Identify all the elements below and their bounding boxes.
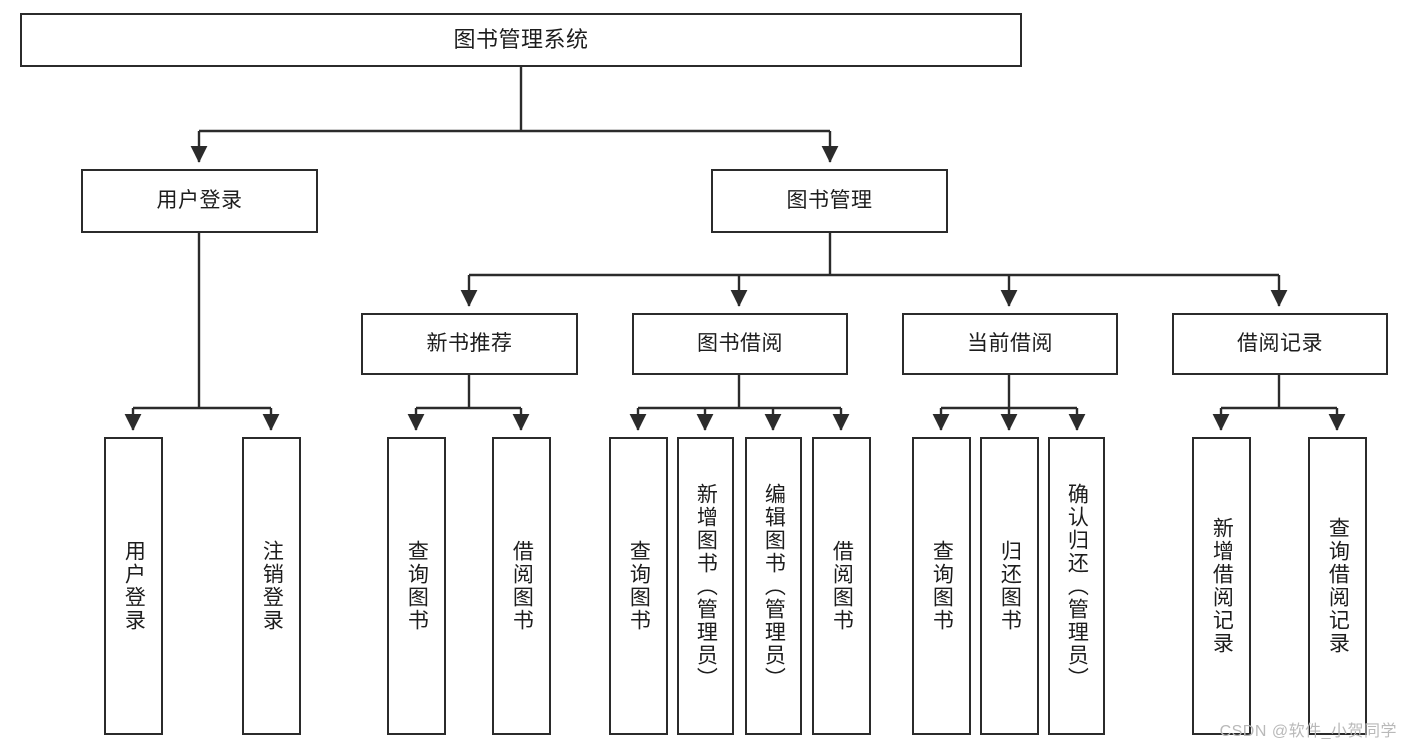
node-label: 借阅图书	[510, 540, 534, 632]
node-leaf-borrow-record-query[interactable]: 查询借阅记录	[1308, 437, 1367, 735]
node-user-login[interactable]: 用户登录	[81, 169, 318, 233]
node-leaf-new-book-borrow[interactable]: 借阅图书	[492, 437, 551, 735]
node-leaf-borrow-record-add[interactable]: 新增借阅记录	[1192, 437, 1251, 735]
node-current-borrow[interactable]: 当前借阅	[902, 313, 1118, 375]
node-label: 确认归还（管理员）	[1065, 482, 1089, 690]
node-label: 新增借阅记录	[1210, 517, 1234, 655]
node-leaf-book-borrow-borrow[interactable]: 借阅图书	[812, 437, 871, 735]
node-label: 用户登录	[122, 540, 146, 632]
node-label: 查询图书	[405, 540, 429, 632]
node-root-system[interactable]: 图书管理系统	[20, 13, 1022, 67]
node-leaf-current-borrow-query[interactable]: 查询图书	[912, 437, 971, 735]
node-book-manage[interactable]: 图书管理	[711, 169, 948, 233]
node-leaf-current-borrow-confirm[interactable]: 确认归还（管理员）	[1048, 437, 1105, 735]
node-label: 借阅记录	[1237, 332, 1323, 356]
node-leaf-book-borrow-edit[interactable]: 编辑图书（管理员）	[745, 437, 802, 735]
node-label: 图书管理系统	[453, 26, 589, 52]
node-leaf-user-login-signout[interactable]: 注销登录	[242, 437, 301, 735]
node-borrow-record[interactable]: 借阅记录	[1172, 313, 1388, 375]
node-label: 借阅图书	[830, 540, 854, 632]
node-label: 注销登录	[260, 540, 284, 632]
node-label: 新书推荐	[426, 332, 513, 356]
node-label: 查询图书	[627, 540, 651, 632]
node-leaf-new-book-query[interactable]: 查询图书	[387, 437, 446, 735]
node-leaf-user-login-signin[interactable]: 用户登录	[104, 437, 163, 735]
node-leaf-current-borrow-return[interactable]: 归还图书	[980, 437, 1039, 735]
node-label: 当前借阅	[967, 332, 1053, 356]
node-leaf-book-borrow-add[interactable]: 新增图书（管理员）	[677, 437, 734, 735]
node-leaf-book-borrow-query[interactable]: 查询图书	[609, 437, 668, 735]
node-label: 编辑图书（管理员）	[762, 482, 786, 690]
node-label: 图书借阅	[697, 332, 783, 356]
node-label: 查询图书	[930, 540, 954, 632]
node-new-book-recommend[interactable]: 新书推荐	[361, 313, 578, 375]
node-book-borrow[interactable]: 图书借阅	[632, 313, 848, 375]
node-label: 归还图书	[998, 540, 1022, 632]
node-label: 用户登录	[156, 189, 243, 213]
node-label: 新增图书（管理员）	[694, 482, 718, 690]
node-label: 图书管理	[786, 189, 873, 213]
node-label: 查询借阅记录	[1326, 517, 1350, 655]
